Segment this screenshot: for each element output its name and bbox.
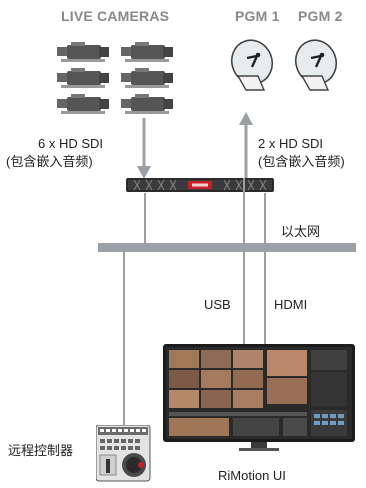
remote-controller-label: 远程控制器 <box>8 443 74 458</box>
remote-controller <box>96 425 152 483</box>
satellite-dish-icon <box>228 36 278 94</box>
controller-link-line <box>123 252 125 298</box>
camera-6-icon <box>121 94 173 114</box>
monitor <box>163 344 355 452</box>
satellite-dish-icon <box>292 36 342 94</box>
rimotion-ui-label: RiMotion UI <box>218 468 286 483</box>
camera-grid <box>55 40 180 120</box>
controller-cable <box>123 297 125 425</box>
camera-5-icon <box>57 94 109 114</box>
ethernet-label: 以太网 <box>281 224 321 239</box>
input-arrow <box>136 118 152 180</box>
usb-label: USB <box>204 297 231 312</box>
hdmi-line <box>264 193 266 346</box>
server-drop-line <box>144 193 146 243</box>
output-link-label-2: (包含嵌入音频) <box>258 154 345 169</box>
server-unit <box>126 177 274 193</box>
camera-3-icon <box>57 68 109 88</box>
camera-4-icon <box>121 68 173 88</box>
input-link-label-2: (包含嵌入音频) <box>6 154 93 169</box>
ethernet-bus <box>98 243 356 252</box>
output-link-label-1: 2 x HD SDI <box>258 136 324 151</box>
hdmi-label: HDMI <box>274 297 308 312</box>
usb-line <box>243 178 245 346</box>
output-arrow <box>238 112 254 180</box>
input-link-label-1: 6 x HD SDI <box>38 136 104 151</box>
pgm2-label: PGM 2 <box>298 8 343 24</box>
thumbnail-grid <box>169 350 347 408</box>
pgm1-label: PGM 1 <box>235 8 280 24</box>
camera-2-icon <box>121 42 173 62</box>
live-cameras-title: LIVE CAMERAS <box>61 8 170 24</box>
camera-1-icon <box>57 42 109 62</box>
